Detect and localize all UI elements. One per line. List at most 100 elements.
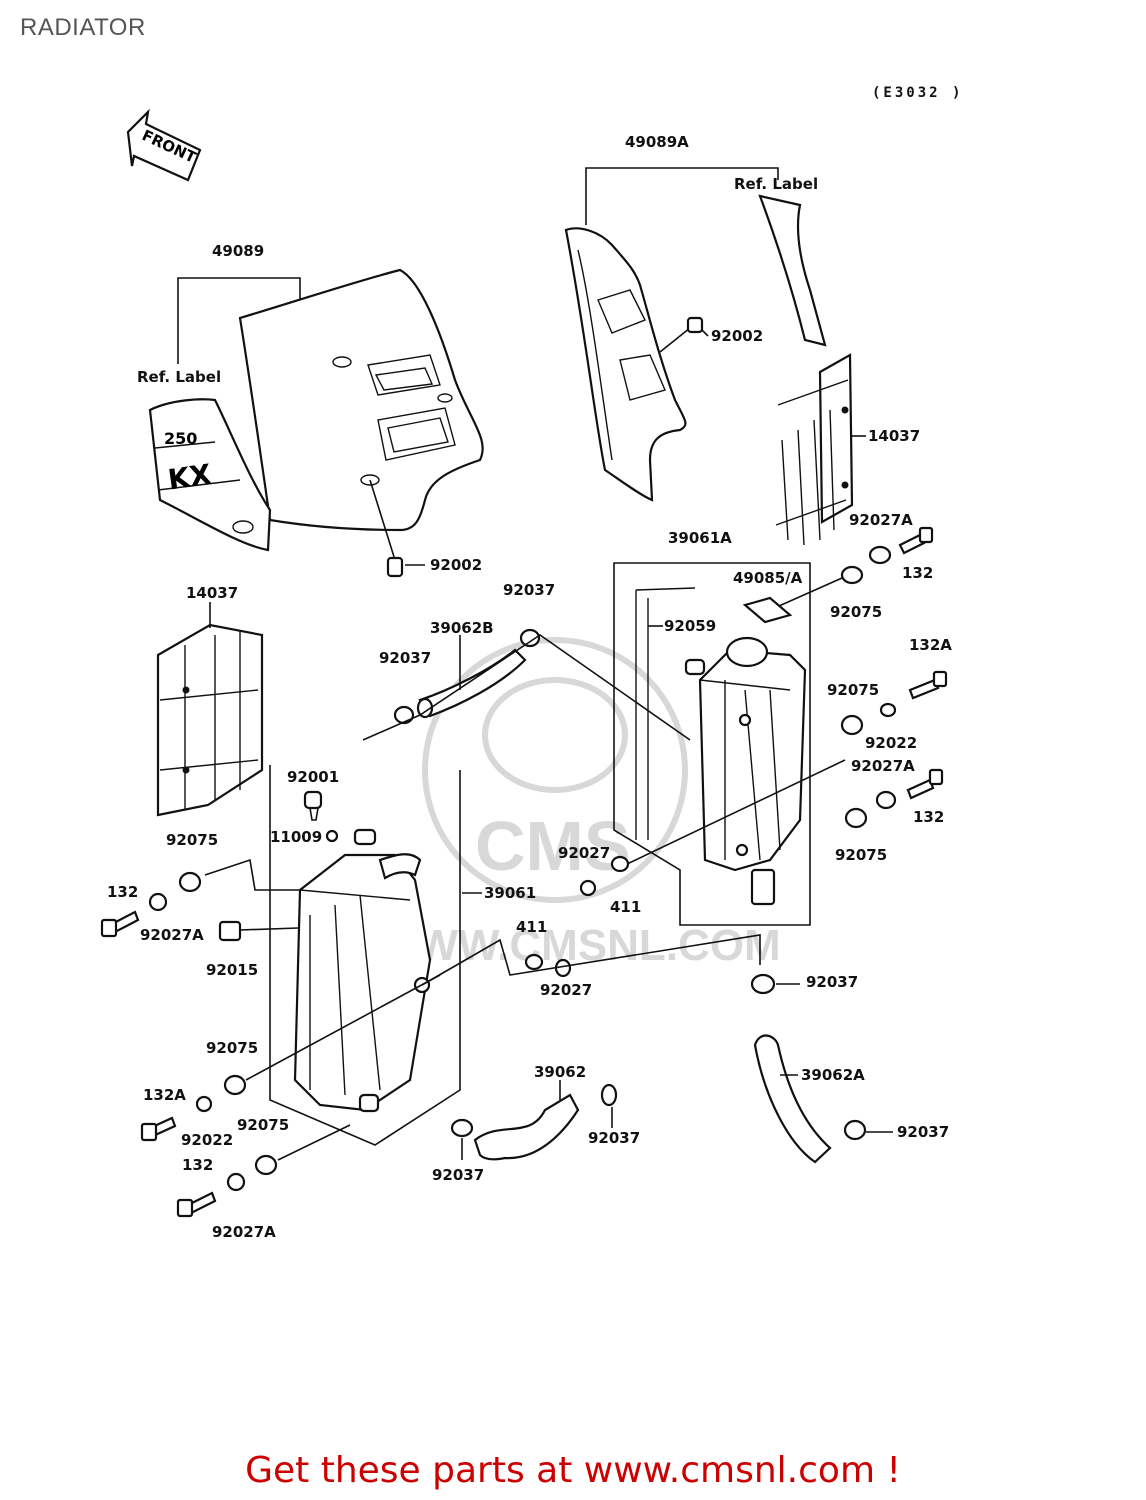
label-92075-lower-right: 92075 (835, 846, 887, 864)
label-49085A: 49085/A (733, 569, 803, 587)
overflow-tube-92059 (635, 587, 696, 840)
clamp-92037-bottom-mid (600, 1083, 618, 1128)
label-11009: 11009 (270, 828, 322, 846)
label-92075-bottom: 92075 (237, 1116, 289, 1134)
label-92027A-top: 92027A (849, 511, 913, 529)
hose-39062B (416, 648, 527, 719)
gasket-11009 (325, 829, 339, 843)
washer-411-lower (524, 953, 544, 971)
screw-92002-upper (659, 316, 709, 353)
label-92022-right: 92022 (865, 734, 917, 752)
label-92037-upper: 92037 (503, 581, 555, 599)
label-92075-upper-left: 92075 (166, 831, 218, 849)
label-92075-mid: 92075 (827, 681, 879, 699)
label-132-left: 132 (107, 883, 138, 901)
hose-39062 (473, 1093, 580, 1161)
label-49089A: 49089A (625, 133, 689, 151)
ref-label-strip-right (758, 194, 827, 347)
label-ref-label-left: Ref. Label (137, 368, 221, 386)
clamp-92037-right (750, 973, 800, 995)
grommet-92075-bottom (254, 1124, 351, 1176)
radiator-shroud-left (238, 268, 484, 532)
label-132A-right: 132A (909, 636, 952, 654)
diagram-code: (E3032 ) (872, 85, 963, 101)
washer-92022-lower (195, 1095, 213, 1113)
radiator-guard-right (775, 353, 854, 546)
label-411-lower: 411 (516, 918, 547, 936)
label-92037-left: 92037 (379, 649, 431, 667)
leader-49089 (177, 277, 301, 364)
hose-39062A (753, 1034, 832, 1164)
label-92002-upper: 92002 (711, 327, 763, 345)
clamp-92037-bottom-left (450, 1118, 474, 1160)
label-92075-top: 92075 (830, 603, 882, 621)
bolt-132A-lower (140, 1116, 177, 1142)
collar-92027A-left (148, 892, 168, 912)
bolt-132-top (898, 526, 934, 555)
bolt-132-bottom (176, 1191, 217, 1218)
collar-92027A-bottom (226, 1172, 246, 1192)
label-39061: 39061 (484, 884, 536, 902)
label-92037-bottom-left: 92037 (432, 1166, 484, 1184)
washer-92022-right (879, 702, 897, 718)
bolt-132A-right (908, 670, 948, 700)
label-92059: 92059 (664, 617, 716, 635)
label-411-center: 411 (610, 898, 641, 916)
label-14037-left: 14037 (186, 584, 238, 602)
collar-92027A-mid (875, 790, 897, 810)
clamp-92037-bottom-right (843, 1119, 893, 1141)
ref-label-decal-left: 250 KX (148, 398, 272, 552)
leader-lower-center (421, 934, 761, 986)
label-92027-lower: 92027 (540, 981, 592, 999)
label-92027A-bottom: 92027A (212, 1223, 276, 1241)
grommet-92075-mid (840, 714, 864, 736)
label-132-top: 132 (902, 564, 933, 582)
leader-49089A (585, 167, 779, 225)
decal-model-letters: KX (166, 458, 214, 497)
leader-39061-box (269, 765, 461, 1146)
grommet-92075-top (769, 565, 864, 611)
radiator-left-39061 (293, 828, 432, 1113)
collar-92027-center (579, 879, 597, 897)
collar-92027A-top (868, 545, 892, 565)
watermark-site: WWW.CMSNL.COM (375, 921, 781, 970)
label-39061A: 39061A (668, 529, 732, 547)
clip-92015 (218, 920, 299, 942)
label-39062B: 39062B (430, 619, 494, 637)
label-92037-bottom-mid: 92037 (588, 1129, 640, 1147)
decal-model-number: 250 (164, 429, 197, 448)
washer-411-center (610, 855, 630, 873)
label-14037-right: 14037 (868, 427, 920, 445)
label-92037-right: 92037 (806, 973, 858, 991)
label-ref-label-right: Ref. Label (734, 175, 818, 193)
label-92027A-mid: 92027A (851, 757, 915, 775)
label-92037-bottom-right: 92037 (897, 1123, 949, 1141)
label-92027A-left: 92027A (140, 926, 204, 944)
clamp-92037-left (393, 705, 415, 725)
label-92001: 92001 (287, 768, 339, 786)
grommet-92075-lower-left (223, 974, 441, 1096)
page-title: RADIATOR (20, 14, 146, 41)
label-49089: 49089 (212, 242, 264, 260)
radiator-right-39061A (684, 636, 807, 906)
clamp-92037-upper (519, 628, 541, 648)
watermark: CMS WWW.CMSNL.COM (375, 637, 781, 970)
grommet-92075-upper-left (178, 858, 300, 893)
label-92075-lower-left: 92075 (206, 1039, 258, 1057)
label-39062: 39062 (534, 1063, 586, 1081)
grommet-92075-lower-right (624, 759, 868, 866)
radiator-shroud-right (564, 227, 687, 502)
bolt-132-mid (906, 768, 944, 800)
label-92015: 92015 (206, 961, 258, 979)
label-92022-lower: 92022 (181, 1131, 233, 1149)
label-132-mid: 132 (913, 808, 944, 826)
bolt-132-left (100, 910, 140, 938)
label-92002-lower: 92002 (430, 556, 482, 574)
label-92027-center: 92027 (558, 844, 610, 862)
leader-hose-upper (362, 634, 691, 741)
radiator-guard-left (156, 623, 264, 817)
footer-link-text[interactable]: Get these parts at www.cmsnl.com ! (245, 1450, 901, 1491)
label-39062A: 39062A (801, 1066, 865, 1084)
front-arrow-icon: FRONT (126, 108, 202, 182)
